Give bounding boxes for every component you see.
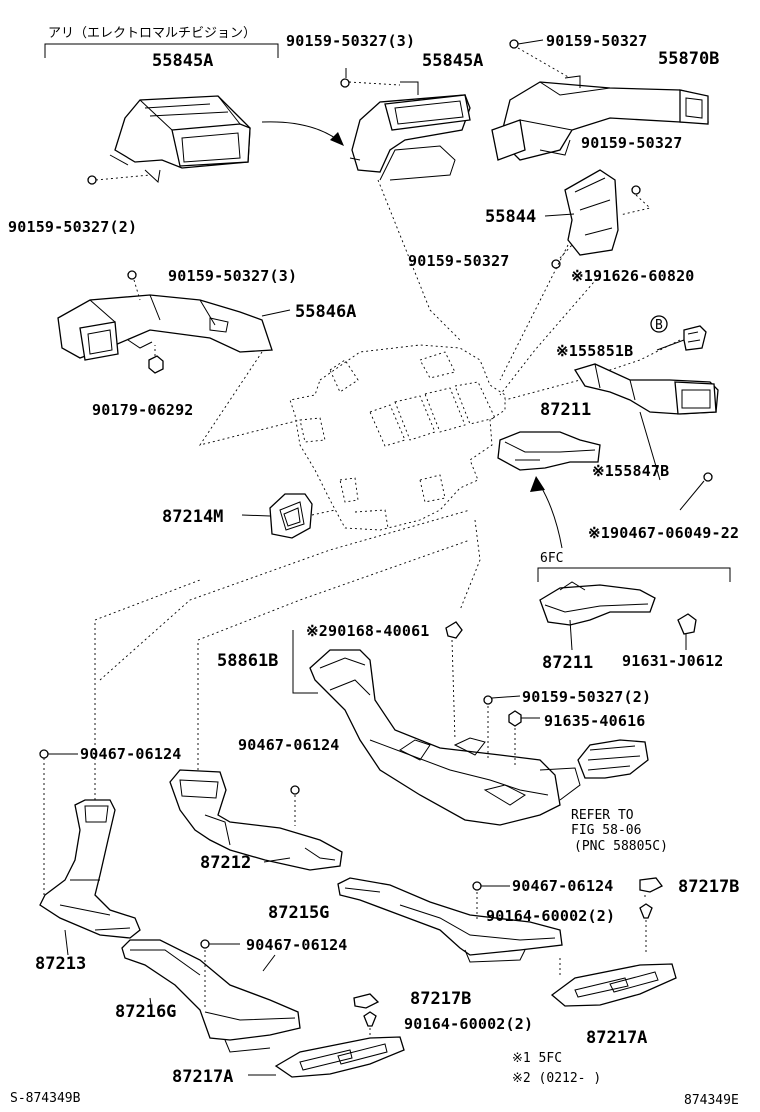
label-90467-mid: 90467-06124 <box>238 736 340 754</box>
bolt-icon <box>87 175 97 185</box>
refer-line-2: FIG 58-06 <box>571 823 641 838</box>
bolt-icon <box>340 78 350 88</box>
label-55845A-right: 55845A <box>422 51 483 71</box>
hvac-unit-outline <box>289 344 506 531</box>
refer-line-1: REFER TO <box>571 808 634 823</box>
label-87211-bottom: 87211 <box>542 653 593 673</box>
duct-58805C <box>577 739 649 779</box>
label-87211-top: 87211 <box>540 400 591 420</box>
label-87217B-right: 87217B <box>678 877 739 897</box>
bolt-icon <box>483 695 493 705</box>
label-91635: 91635-40616 <box>544 712 646 730</box>
duct-55844[interactable] <box>564 169 619 256</box>
vent-87217A-right[interactable] <box>550 963 677 1007</box>
duct-87215G[interactable] <box>337 877 563 963</box>
label-90467-left: 90467-06124 <box>80 745 182 763</box>
label-87214M: 87214M <box>162 507 223 527</box>
duct-58861B[interactable] <box>309 649 581 826</box>
vent-87217A-low[interactable] <box>274 1036 405 1078</box>
label-155847B: ※155847B <box>592 462 669 480</box>
duct-87216G[interactable] <box>121 939 301 1053</box>
bolt-icon <box>472 881 482 891</box>
note-1: ※1 5FC <box>512 1051 562 1066</box>
duct-155847B[interactable] <box>573 363 719 415</box>
bolt-icon <box>127 270 137 280</box>
label-90467-right: 90467-06124 <box>512 877 614 895</box>
screw-90164-right <box>639 903 653 919</box>
6fc-bracket <box>537 567 731 582</box>
label-55845A-left: 55845A <box>152 51 213 71</box>
label-90179: 90179-06292 <box>92 401 194 419</box>
label-90159-50327-mid: 90159-50327 <box>581 134 683 152</box>
clip-b-circle <box>650 315 668 333</box>
bolt-icon <box>39 749 49 759</box>
label-87216G: 87216G <box>115 1002 176 1022</box>
screw-90164-low <box>363 1011 377 1027</box>
duct-55845A-right[interactable] <box>349 81 471 181</box>
label-90159-50327-3-top: 90159-50327(3) <box>286 32 415 50</box>
duct-87211-bottom[interactable] <box>539 581 656 626</box>
duct-87212[interactable] <box>169 769 343 871</box>
label-6FC: 6FC <box>540 551 563 566</box>
label-58861B: 58861B <box>217 651 278 671</box>
label-90159-50327-2-left: 90159-50327(2) <box>8 218 137 236</box>
label-90164-right: 90164-60002(2) <box>486 907 615 925</box>
note-2: ※2 (0212- ) <box>512 1071 601 1086</box>
label-55844: 55844 <box>485 207 536 227</box>
label-290168: ※290168-40061 <box>306 622 430 640</box>
label-91631: 91631-J0612 <box>622 652 724 670</box>
bolt-icon <box>509 39 519 49</box>
label-87213: 87213 <box>35 954 86 974</box>
duct-87211-top[interactable] <box>497 431 601 471</box>
arrow-icon <box>261 121 344 146</box>
duct-87213[interactable] <box>39 799 141 939</box>
label-190467: ※190467-06049-22 <box>588 524 739 542</box>
nut-icon <box>148 355 164 374</box>
duct-55845A-left[interactable] <box>109 95 251 183</box>
duct-55846A[interactable] <box>57 294 273 361</box>
screw-icon <box>703 472 713 482</box>
label-90159-50327-2-right: 90159-50327(2) <box>522 688 651 706</box>
header-bracket <box>44 43 279 58</box>
screw-91631 <box>677 613 697 635</box>
nut-icon <box>508 710 522 727</box>
label-87212: 87212 <box>200 853 251 873</box>
label-87217A-low: 87217A <box>172 1067 233 1087</box>
bolt-icon <box>290 785 300 795</box>
footer-right-code: 874349E <box>684 1093 739 1108</box>
bolt-icon <box>200 939 210 949</box>
duct-55870B[interactable] <box>491 75 709 161</box>
label-87217B-low: 87217B <box>410 989 471 1009</box>
label-87217A-right: 87217A <box>586 1028 647 1048</box>
clip-155851B[interactable] <box>683 325 707 351</box>
clip-290168 <box>445 621 463 639</box>
part-87214M[interactable] <box>269 493 313 539</box>
bolt-icon <box>631 185 641 195</box>
clip-87217B-low <box>353 993 380 1009</box>
header-japanese: アリ（エレクトロマルチビジョン） <box>48 26 256 41</box>
label-87215G: 87215G <box>268 903 329 923</box>
footer-left-code: S-874349B <box>10 1091 81 1106</box>
label-155851B: ※155851B <box>556 342 633 360</box>
label-circle-b: B <box>655 318 663 333</box>
clip-87217B-right <box>639 877 663 893</box>
label-55870B: 55870B <box>658 49 719 69</box>
label-90159-50327-3-left: 90159-50327(3) <box>168 267 297 285</box>
label-55846A: 55846A <box>295 302 356 322</box>
label-191626: ※191626-60820 <box>571 267 695 285</box>
arrow-icon <box>530 476 563 549</box>
label-90159-50327-low: 90159-50327 <box>408 252 510 270</box>
refer-line-3: (PNC 58805C) <box>574 839 668 854</box>
label-90164-low: 90164-60002(2) <box>404 1015 533 1033</box>
label-90159-50327-tr: 90159-50327 <box>546 32 648 50</box>
label-90467-low: 90467-06124 <box>246 936 348 954</box>
